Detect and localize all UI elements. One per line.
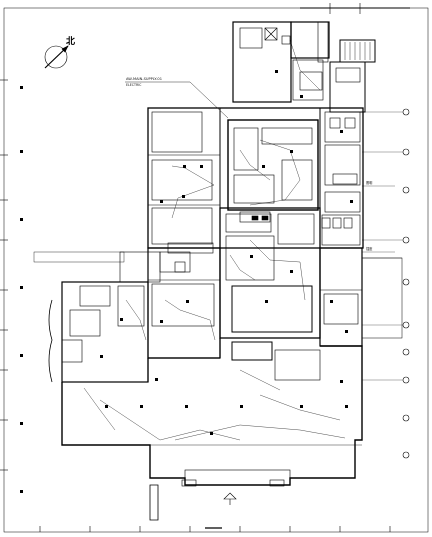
central-block <box>219 207 321 339</box>
north-arrow-icon: 北 <box>44 35 75 69</box>
drawing-frame <box>0 3 429 533</box>
callout-right-1: 照明 <box>366 181 372 185</box>
supply-annotation: AW-MAIN-SUPPLY-01 ELECTRIC <box>125 77 229 119</box>
callout-right-2: 插座 <box>366 246 373 251</box>
column-markers <box>20 86 23 493</box>
upper-building <box>147 107 364 254</box>
entrance-marker <box>205 492 237 529</box>
wiring-runs <box>83 39 346 441</box>
left-wing <box>147 247 221 359</box>
light-fixtures <box>100 70 353 435</box>
right-grid-bubbles <box>362 108 410 459</box>
lower-left-wing <box>33 251 161 383</box>
annotation-top: AW-MAIN-SUPPLY-01 <box>126 77 162 81</box>
bottom-hall <box>61 338 363 521</box>
annotation-top-sub: ELECTRIC <box>126 83 142 87</box>
right-wing <box>319 247 403 347</box>
top-service-block <box>232 21 376 113</box>
north-label: 北 <box>66 35 75 47</box>
right-callouts: 照明 插座 <box>362 181 395 253</box>
